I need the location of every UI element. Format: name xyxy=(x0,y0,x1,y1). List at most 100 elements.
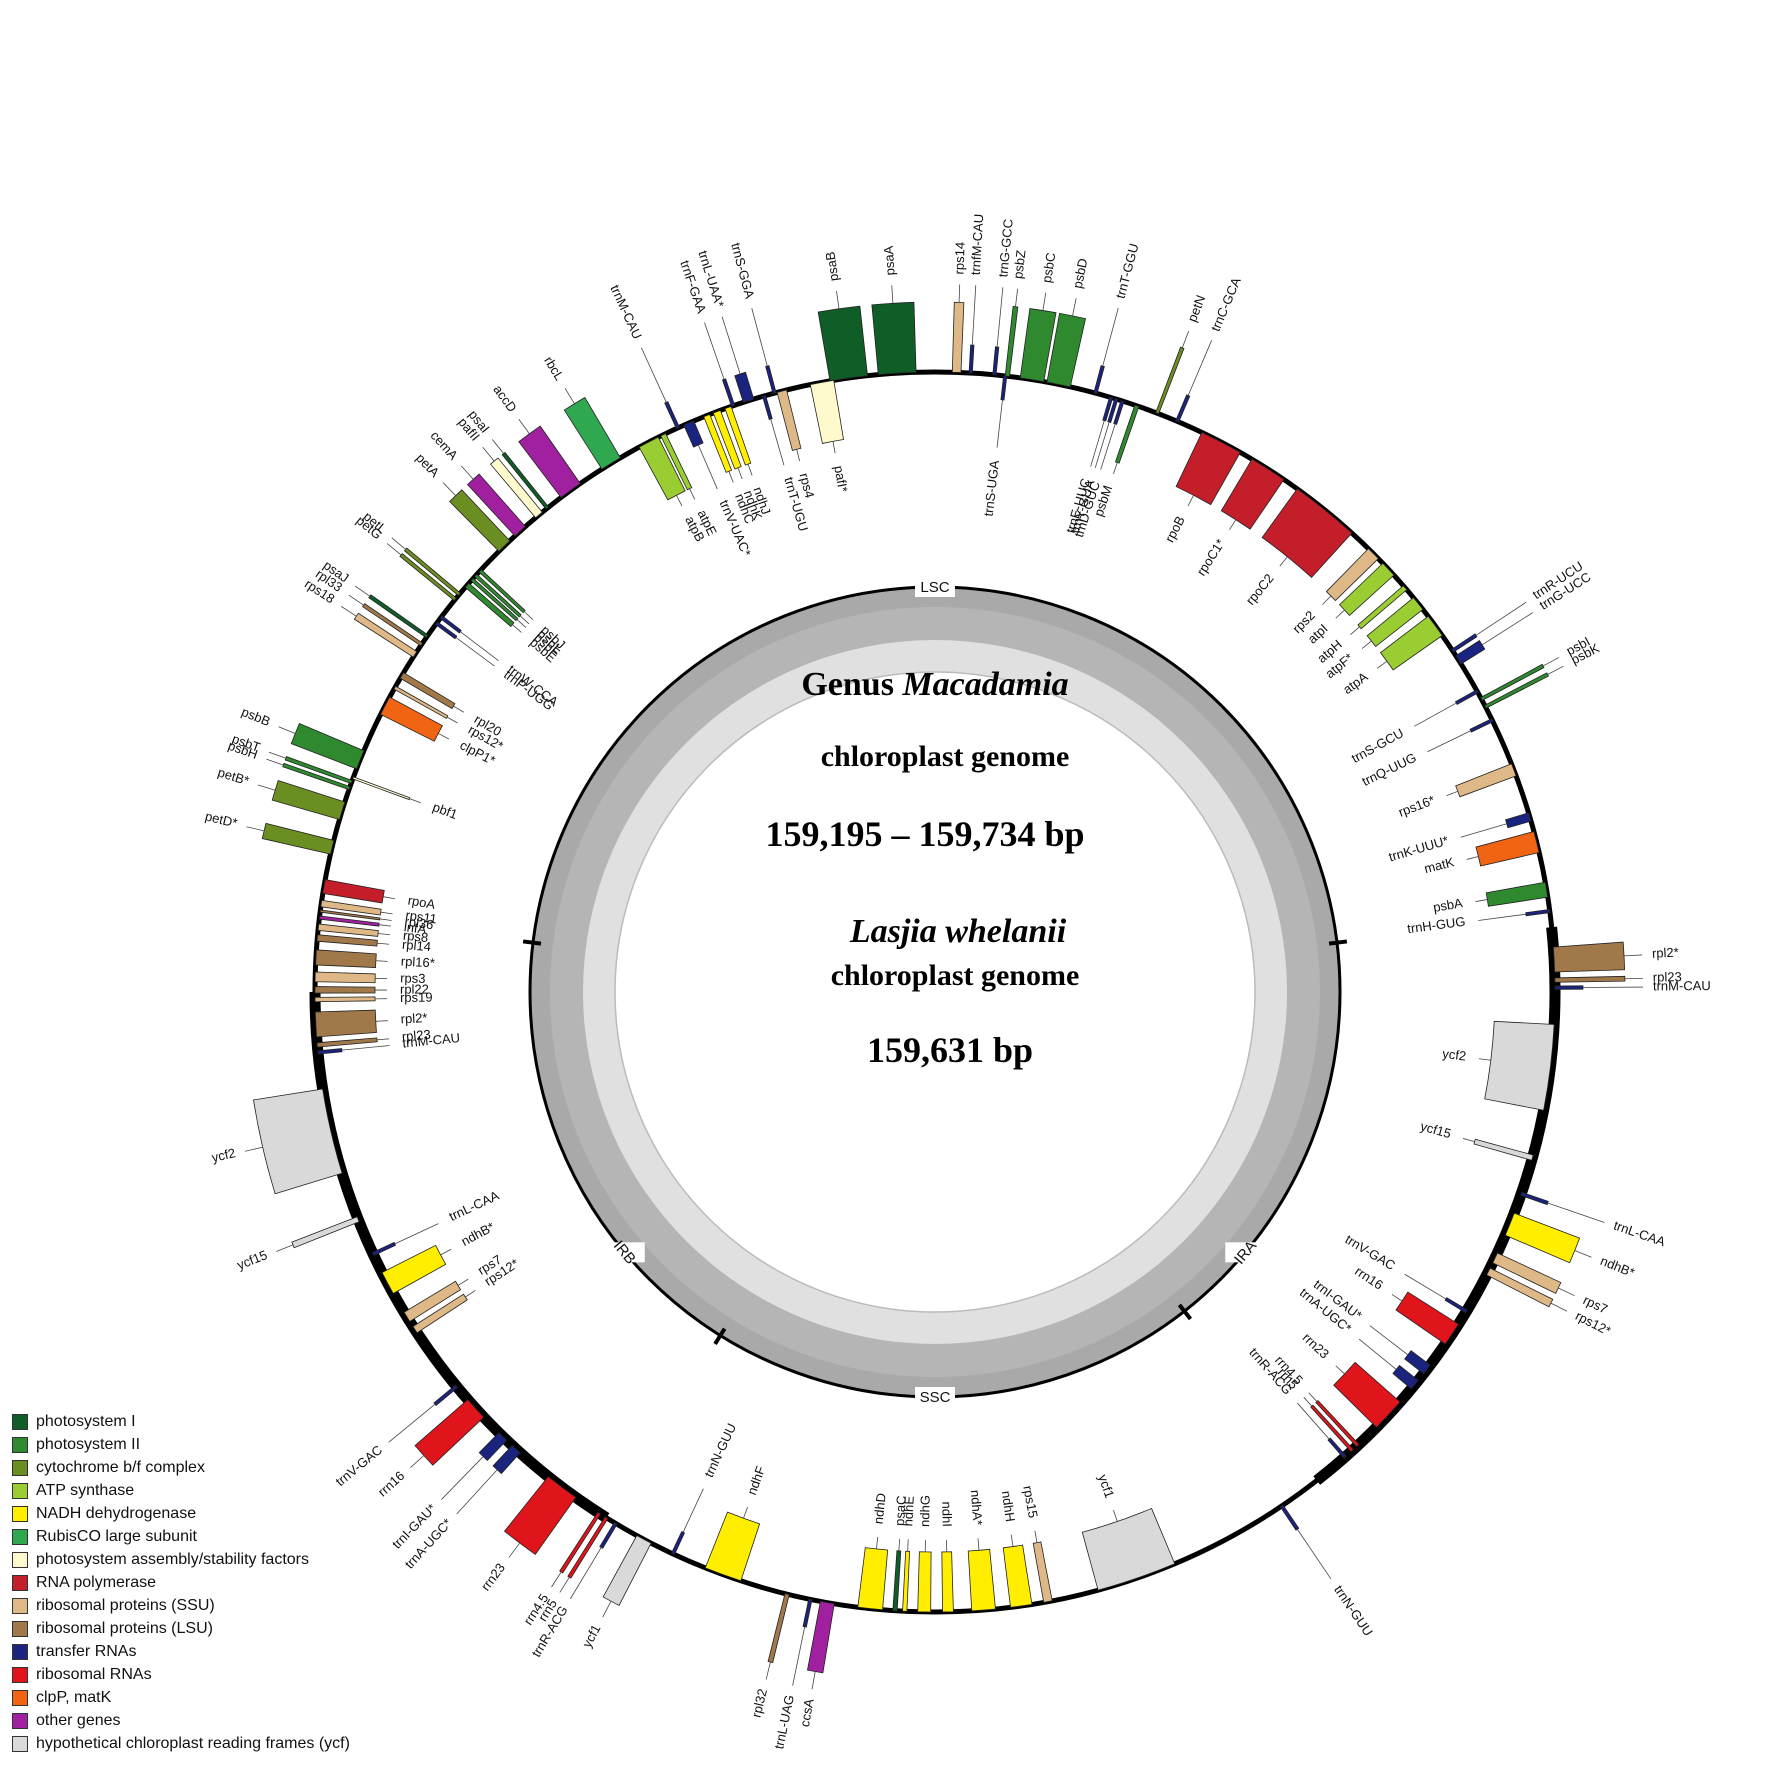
gene-label: ndhE xyxy=(900,1495,916,1526)
gene-block-rrn5 xyxy=(1310,1404,1355,1453)
gene-leader-line xyxy=(383,896,396,900)
gene-block-rrn16 xyxy=(414,1399,485,1466)
gene-block-trnpugg xyxy=(435,621,458,640)
gene-block-trnsuga xyxy=(1000,375,1008,401)
gene-block-rps15 xyxy=(1032,1541,1053,1603)
gene-block-trnquug xyxy=(1469,718,1494,733)
gene-leader-line xyxy=(1460,823,1507,838)
gene-label: trnL-CAA xyxy=(1612,1218,1668,1250)
gene-leader-line xyxy=(1478,913,1526,921)
gene-block-psbi xyxy=(1480,663,1545,701)
gene-label: rpl16* xyxy=(400,954,435,971)
gene-block-psaa xyxy=(871,301,917,376)
gene-leader-line xyxy=(375,1020,388,1022)
gene-leader-line xyxy=(682,1488,704,1533)
gene-label: rps3 xyxy=(400,970,426,986)
gene-block-petn xyxy=(1155,346,1185,415)
gene-leader-line xyxy=(1335,609,1345,619)
gene-label: ycf2 xyxy=(210,1145,237,1165)
gene-block-trnmcau xyxy=(1554,985,1584,990)
gene-block-psbt xyxy=(284,756,353,785)
gene-block-pafi xyxy=(809,379,844,444)
gene-label: rpoC2 xyxy=(1243,571,1277,608)
gene-block-trnigau xyxy=(1404,1350,1431,1375)
gene-block-psbj xyxy=(478,568,526,614)
gene-leader-line xyxy=(377,1038,390,1041)
gene-block-rps11 xyxy=(320,899,382,916)
region-boundary-tick xyxy=(1328,939,1348,946)
gene-leader-line xyxy=(378,933,391,936)
gene-block-pbf1 xyxy=(352,776,411,801)
gene-block-psab xyxy=(817,305,868,382)
gene-leader-line xyxy=(977,1538,980,1551)
gene-block-rpl23 xyxy=(316,1037,378,1048)
legend-swatch xyxy=(12,1551,28,1568)
gene-block-rps7 xyxy=(1492,1252,1562,1294)
legend-label: hypothetical chloroplast reading frames … xyxy=(36,1734,350,1752)
gene-block-trnmcau xyxy=(317,1048,343,1055)
legend-item-ssu: ribosomal proteins (SSU) xyxy=(12,1594,472,1617)
gene-leader-line xyxy=(770,418,785,466)
gene-block-trnygua xyxy=(1107,398,1119,424)
gene-block-ndhh xyxy=(1002,1544,1033,1608)
gene-block-rpl2 xyxy=(1552,941,1626,973)
gene-leader-line xyxy=(519,615,530,625)
gene-leader-line xyxy=(1042,292,1047,311)
gene-leader-line xyxy=(523,611,534,620)
gene-label: rpl32 xyxy=(749,1687,770,1719)
region-label-bg xyxy=(1225,1242,1266,1263)
region-label-bg xyxy=(915,1387,955,1407)
gene-leader-line xyxy=(1279,556,1288,567)
gene-label: ccsA xyxy=(797,1697,817,1728)
legend-item-oth: other genes xyxy=(12,1709,472,1732)
gene-label: trnM-CAU xyxy=(402,1030,461,1051)
gene-leader-line xyxy=(1376,660,1388,669)
gene-leader-line xyxy=(1361,640,1372,649)
gene-block-psbl xyxy=(474,573,522,618)
gene-label: trnN-GUU xyxy=(1331,1582,1376,1638)
gene-leader-line xyxy=(704,322,725,380)
gene-block-rpl2 xyxy=(314,1009,377,1038)
gene-leader-line xyxy=(460,465,474,480)
gene-leader-line xyxy=(971,285,977,346)
gene-block-ndhe xyxy=(902,1550,911,1612)
subtitle-macadamia: chloroplast genome xyxy=(821,740,1070,773)
gene-label: rrn16 xyxy=(1352,1263,1386,1292)
gene-leader-line xyxy=(245,1146,263,1152)
gene-block-ndhf xyxy=(704,1511,761,1582)
gene-leader-line xyxy=(508,1542,521,1558)
gene-label: pbf1 xyxy=(431,799,460,822)
gene-block-rpl36 xyxy=(319,909,381,921)
gene-block-ycf1 xyxy=(602,1535,652,1606)
gene-leader-line xyxy=(721,316,741,375)
gene-block-atpe xyxy=(660,433,693,491)
gene-label: psbD xyxy=(1070,257,1091,290)
gene-label: rpoC1* xyxy=(1193,536,1227,578)
gene-leader-line xyxy=(676,495,683,507)
gene-leader-line xyxy=(460,631,499,661)
legend-item-ps2: photosystem II xyxy=(12,1433,472,1456)
gene-leader-line xyxy=(268,751,286,759)
gene-block-psbm xyxy=(1114,404,1140,464)
gene-leader-line xyxy=(891,285,894,304)
region-label-bg xyxy=(915,577,955,597)
gene-label: petB* xyxy=(216,765,251,789)
gene-leader-line xyxy=(1624,954,1643,957)
gene-label: pafI* xyxy=(831,464,851,493)
gene-block-trnlcaa xyxy=(1520,1191,1549,1206)
gene-label: trnN-GUU xyxy=(701,1421,739,1480)
gene-block-trnkuuu xyxy=(1505,812,1532,829)
gene-block-pafii xyxy=(489,457,543,519)
gene-block-psbz xyxy=(1004,305,1019,377)
gene-block-psbf xyxy=(470,577,519,622)
gene-label: rps14 xyxy=(952,242,968,275)
gene-block-rrn45 xyxy=(559,1511,602,1574)
gene-label: ycf15 xyxy=(1419,1118,1453,1141)
gene-block-matk xyxy=(1475,831,1540,867)
gene-block-ndhi xyxy=(941,1551,954,1613)
gene-leader-line xyxy=(457,1278,469,1286)
gene-block-trnracg xyxy=(599,1522,618,1549)
gene-block-trneuuc xyxy=(1102,396,1114,422)
region-label-bg xyxy=(604,1242,645,1263)
